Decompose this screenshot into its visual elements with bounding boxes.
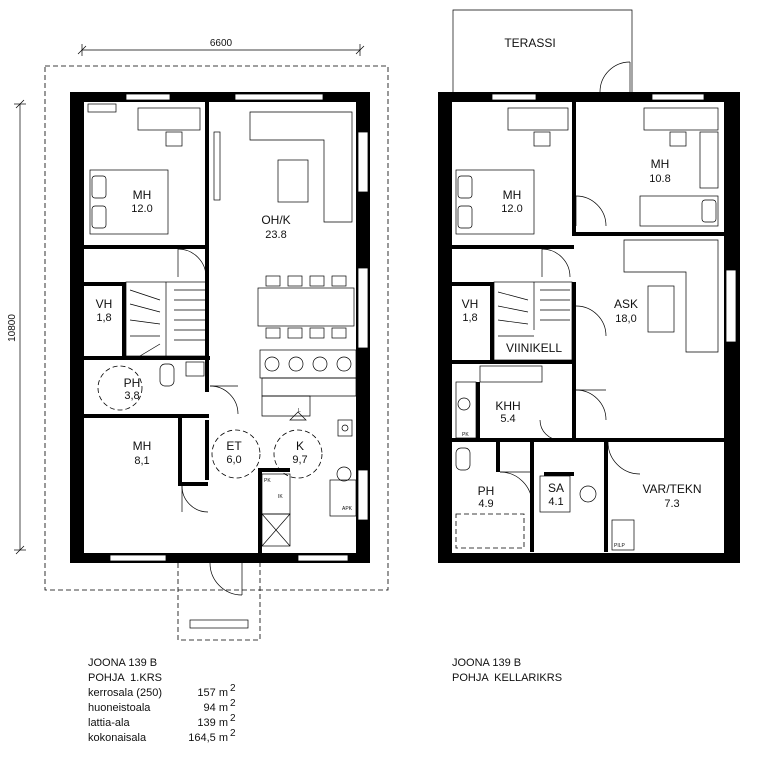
room-area-mh1: 12.0 xyxy=(131,203,152,215)
room-name-mh2: MH xyxy=(133,439,152,453)
dining-table xyxy=(257,275,355,339)
room-name-ph: PH xyxy=(124,376,141,390)
area-row-value: 94 m xyxy=(204,702,228,714)
room-area-b-vartekn: 7.3 xyxy=(664,498,679,510)
stairs-ground xyxy=(125,281,207,357)
room-name-b-vartekn: VAR/TEKN xyxy=(642,482,701,496)
room-area-b-mh2: 10.8 xyxy=(649,173,670,185)
ground-floor-plan: 6600 10800 xyxy=(7,38,389,744)
basement-info-subtitle: POHJA KELLARIKRS xyxy=(452,672,562,684)
room-area-k: 9,7 xyxy=(292,454,307,466)
mark-l: L xyxy=(298,408,301,414)
room-area-et: 6,0 xyxy=(226,454,241,466)
area-row-unit-sup: 2 xyxy=(230,698,236,709)
room-name-b-ph: PH xyxy=(478,484,495,498)
room-name-b-sa: SA xyxy=(548,481,564,495)
roof-outline xyxy=(44,65,389,591)
mark-pilp: PILP xyxy=(614,543,626,549)
room-name-b-vh: VH xyxy=(462,297,479,311)
room-area-b-vh: 1,8 xyxy=(462,312,477,324)
room-name-k: K xyxy=(296,439,304,453)
area-row-label: kokonaisala xyxy=(88,732,147,744)
room-area-mh2: 8,1 xyxy=(134,455,149,467)
mark-pk-ground: PK xyxy=(264,478,271,484)
dimension-width: 6600 xyxy=(77,38,365,56)
terrace-label: TERASSI xyxy=(504,36,555,50)
dimension-height: 10800 xyxy=(7,99,26,555)
ground-info-subtitle: POHJA 1.KRS xyxy=(88,672,162,684)
room-name-mh1: MH xyxy=(133,188,152,202)
entrance-porch xyxy=(177,562,261,641)
area-row-unit-sup: 2 xyxy=(230,683,236,694)
basement-plan: TERASSI xyxy=(438,9,740,684)
area-row-unit-sup: 2 xyxy=(230,728,236,739)
room-area-ph: 3,8 xyxy=(124,390,139,402)
room-area-b-mh1: 12.0 xyxy=(501,203,522,215)
room-name-b-ask: ASK xyxy=(614,297,638,311)
room-area-vh: 1,8 xyxy=(96,312,111,324)
basement-info: JOONA 139 B POHJA KELLARIKRS xyxy=(452,657,562,684)
basement-info-title: JOONA 139 B xyxy=(452,657,521,669)
room-area-b-sa: 4.1 xyxy=(548,496,563,508)
room-name-et: ET xyxy=(226,439,242,453)
mark-pk-basement: PK xyxy=(462,432,469,438)
stairs-basement xyxy=(493,281,573,361)
room-area-b-khh: 5.4 xyxy=(500,413,515,425)
ground-info-title: JOONA 139 B xyxy=(88,657,157,669)
area-row-unit-sup: 2 xyxy=(230,713,236,724)
mark-apk: APK xyxy=(342,506,353,512)
area-row-label: lattia-ala xyxy=(88,717,130,729)
width-dimension-label: 6600 xyxy=(210,38,233,49)
area-row-label: huoneistoala xyxy=(88,702,151,714)
area-row-value: 157 m xyxy=(197,687,228,699)
area-row-value: 139 m xyxy=(197,717,228,729)
room-area-ohk: 23.8 xyxy=(265,229,286,241)
height-dimension-label: 10800 xyxy=(7,314,18,342)
room-name-b-mh2: MH xyxy=(651,157,670,171)
room-name-ohk: OH/K xyxy=(261,213,290,227)
ground-floor-info: JOONA 139 B POHJA 1.KRS kerrosala (250) … xyxy=(88,657,236,744)
room-area-b-ask: 18,0 xyxy=(615,313,636,325)
mark-ik: IK xyxy=(278,494,283,500)
room-name-b-mh1: MH xyxy=(503,188,522,202)
room-name-b-khh: KHH xyxy=(495,399,520,413)
area-row-value: 164,5 m xyxy=(188,732,228,744)
area-row-label: kerrosala (250) xyxy=(88,687,162,699)
room-area-b-ph: 4.9 xyxy=(478,498,493,510)
room-name-b-viinikell: VIINIKELL xyxy=(506,341,562,355)
room-name-vh: VH xyxy=(96,297,113,311)
